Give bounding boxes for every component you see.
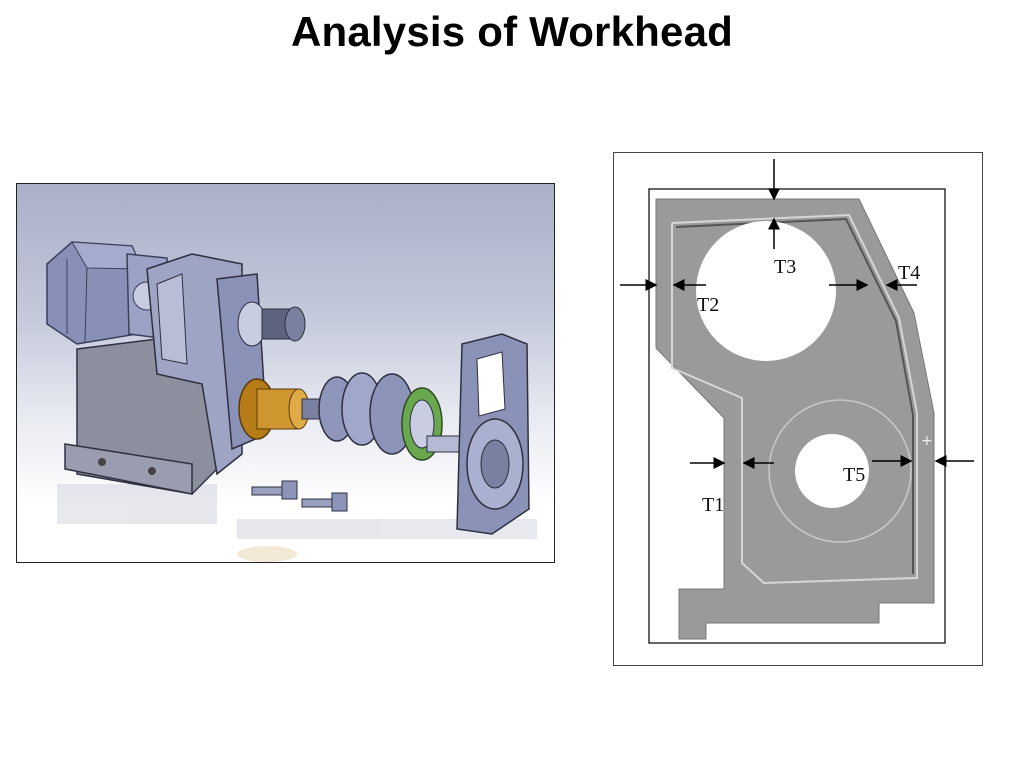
exploded-assembly-image bbox=[16, 183, 555, 563]
end-plate-part bbox=[456, 333, 530, 535]
label-t5: T5 bbox=[843, 464, 865, 486]
label-t1: T1 bbox=[702, 494, 724, 516]
lower-bore bbox=[795, 434, 869, 508]
svg-text:+: + bbox=[921, 433, 933, 449]
inner-frame bbox=[648, 188, 946, 644]
thickness-arrows bbox=[620, 159, 974, 469]
slide-title: Analysis of Workhead bbox=[290, 8, 733, 55]
section-diagram: + T3 T2 T4 T1 T5 bbox=[613, 152, 983, 666]
section-drawing: + T3 T2 T4 T1 T5 bbox=[620, 159, 974, 644]
label-t2: T2 bbox=[697, 294, 719, 316]
upper-bore bbox=[696, 221, 836, 361]
label-t3: T3 bbox=[774, 256, 796, 278]
locating-pins-part bbox=[251, 480, 348, 512]
label-t4: T4 bbox=[898, 262, 920, 284]
exploded-assembly-drawing bbox=[46, 241, 537, 562]
spindle-part bbox=[301, 372, 473, 461]
housing-block-part bbox=[64, 253, 243, 495]
bronze-flange-part bbox=[238, 378, 310, 440]
lower-bore-outline bbox=[768, 399, 912, 543]
